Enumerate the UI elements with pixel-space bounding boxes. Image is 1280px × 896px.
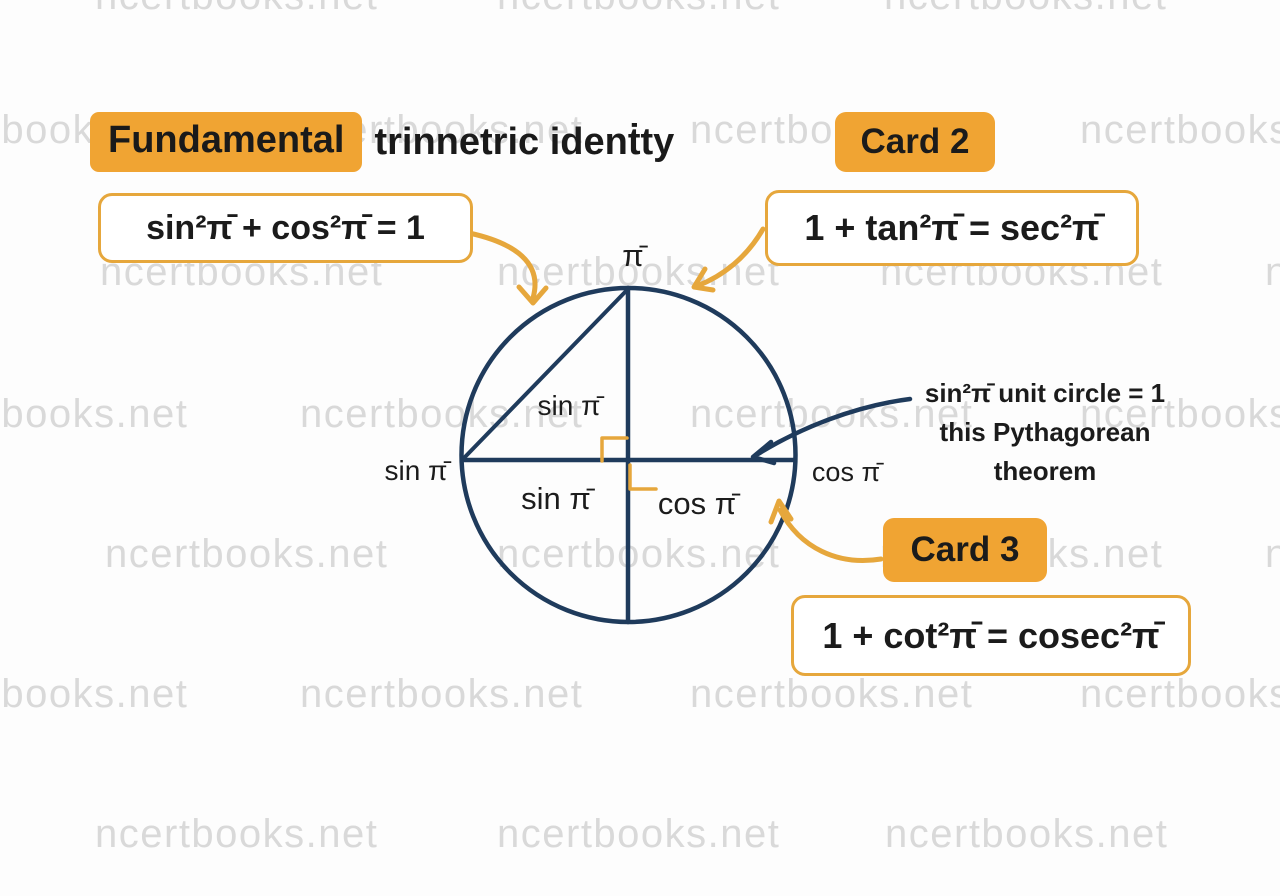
- identity2-formula-box: 1 + tan²π̄ = sec²π̄: [765, 190, 1139, 266]
- watermark-text: ncertbooks.net: [95, 812, 379, 856]
- watermark-text: ncertbooks.net: [885, 812, 1169, 856]
- identity3-formula: 1 + cot²π̄ = cosec²π̄: [822, 614, 1160, 656]
- watermark-text: ncertbooks.net: [1265, 250, 1280, 294]
- cos-label-outer-right: cos π̄: [811, 456, 881, 487]
- card3-badge: Card 3: [883, 518, 1047, 582]
- pythagorean-annotation: sin²π̄ unit circle = 1 this Pythagorean …: [900, 374, 1190, 491]
- identity1-formula-box: sin²π̄ + cos²π̄ = 1: [98, 193, 473, 263]
- card3-arrowhead-icon: [768, 498, 794, 525]
- watermark-text: ncertbooks.net: [1080, 672, 1280, 716]
- card2-label: Card 2: [860, 122, 970, 161]
- title-highlight: Fundamental: [90, 112, 363, 172]
- identity3-formula-box: 1 + cot²π̄ = cosec²π̄: [791, 595, 1191, 676]
- watermark-text: ncertbooks.net: [105, 532, 389, 576]
- annotation-arrowhead-icon: [750, 439, 777, 466]
- annotation-line2: this Pythagorean: [939, 417, 1151, 447]
- identity1-formula: sin²π̄ + cos²π̄ = 1: [146, 208, 425, 247]
- annotation-line1: sin²π̄ unit circle = 1: [924, 378, 1166, 408]
- right-angle-mark-upper: [600, 436, 629, 463]
- card1-arrow-curve: [466, 230, 538, 301]
- sin-label-outer-left: sin π̄: [384, 455, 448, 486]
- watermark-text: ncertbooks.net: [884, 0, 1167, 19]
- annotation-arrow-curve: [755, 396, 913, 457]
- cos-label-inner-lower-right: cos π̄: [657, 486, 737, 521]
- title-rest: trinnetric idenṫty: [374, 120, 675, 163]
- watermark-text: ncertbooks.net: [300, 672, 584, 716]
- watermark-text: ncertbooks.net: [1080, 108, 1280, 152]
- watermark-text: ncertbooks.net: [497, 812, 781, 856]
- card1-arrow: [466, 230, 549, 306]
- watermark-text: ncertbooks.net: [497, 0, 780, 19]
- watermark-text: ncertbooks.net: [0, 672, 189, 716]
- watermark-text: ncertbooks.net: [1265, 532, 1280, 576]
- card3-arrow: [768, 498, 884, 563]
- page-title: Fundamental trinnetric idenṫty: [90, 112, 674, 172]
- watermark-text: ncertbooks.net: [0, 392, 189, 436]
- angle-label-top: π̄: [622, 238, 644, 273]
- card3-label: Card 3: [910, 530, 1020, 569]
- card2-arrow: [691, 226, 766, 293]
- annotation-arrow: [750, 396, 913, 466]
- right-angle-mark-lower: [628, 463, 658, 491]
- card2-arrow-curve: [694, 226, 766, 289]
- hypotenuse-line: [461, 287, 630, 461]
- sin-label-inner-upper: sin π̄: [537, 390, 601, 421]
- card2-badge: Card 2: [835, 112, 995, 172]
- watermark-text: ncertbooks.net: [1080, 392, 1280, 436]
- watermark-text: ncertbooks.net: [95, 0, 378, 19]
- annotation-line3: theorem: [993, 456, 1097, 486]
- watermark-text: ncertbooks.net: [690, 672, 974, 716]
- watermark-text: ncertbooks.net: [300, 392, 584, 436]
- identity2-formula: 1 + tan²π̄ = sec²π̄: [804, 207, 1100, 248]
- sin-label-inner-lower-left: sin π̄: [521, 481, 591, 516]
- watermark-text: ncertbooks.net: [690, 392, 974, 436]
- card2-arrowhead-icon: [691, 266, 716, 293]
- watermark-text: ncertbooks.net: [497, 532, 781, 576]
- card3-arrow-curve: [777, 507, 884, 563]
- card1-arrowhead-icon: [516, 284, 549, 306]
